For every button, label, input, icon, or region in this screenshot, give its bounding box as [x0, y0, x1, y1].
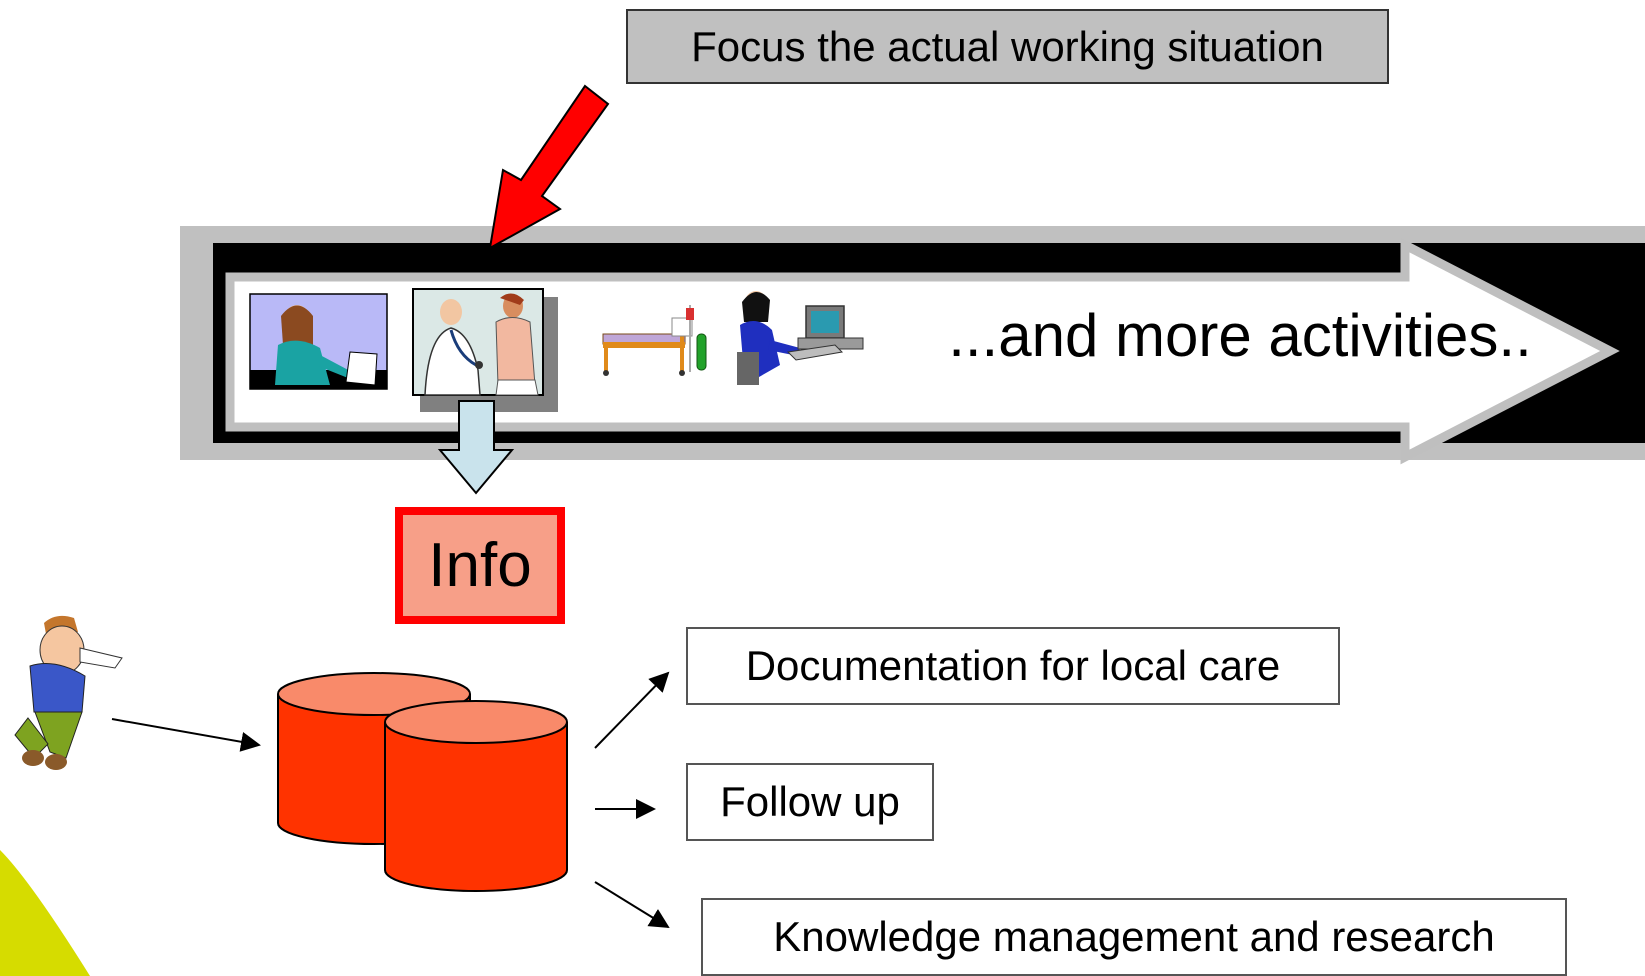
sneezing-patient-icon [14, 615, 123, 770]
knowledge-box: Knowledge management and research [701, 898, 1567, 976]
focus-callout-text: Focus the actual working situation [691, 22, 1324, 70]
focus-callout: Focus the actual working situation [626, 9, 1389, 84]
activities-label-text: ...and more activities.. [948, 301, 1532, 369]
knowledge-label: Knowledge management and research [773, 913, 1495, 960]
follow-up-box: Follow up [686, 763, 934, 841]
documentation-box: Documentation for local care [686, 627, 1340, 705]
activities-label: ...and more activities.. [900, 300, 1580, 370]
documentation-label: Documentation for local care [745, 642, 1281, 689]
doctor-examining-patient-icon [412, 288, 558, 412]
to-knowledge-arrow [594, 881, 670, 929]
person-at-computer-icon [737, 291, 864, 385]
focus-arrow [488, 84, 610, 250]
info-box: Info [395, 507, 565, 624]
database-cylinders-icon [277, 672, 568, 892]
accent-shape [0, 850, 90, 976]
patient-to-database-arrow [111, 718, 261, 752]
follow-up-label: Follow up [720, 778, 900, 825]
hospital-bed-icon [602, 305, 707, 376]
to-documentation-arrow [594, 671, 670, 749]
timeline-arrow [225, 237, 1620, 465]
woman-at-desk-icon [249, 293, 388, 390]
info-box-label: Info [428, 531, 532, 600]
info-down-arrow [437, 400, 515, 495]
